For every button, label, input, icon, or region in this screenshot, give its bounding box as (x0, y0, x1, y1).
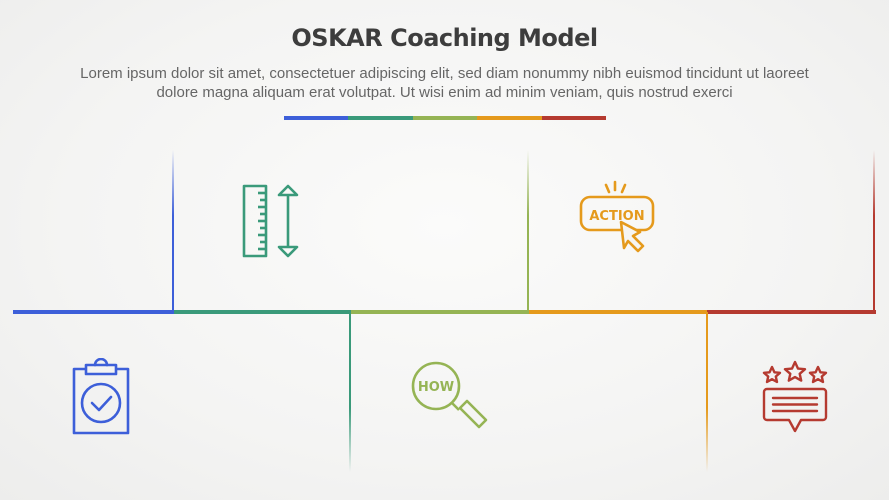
color-bar-segment-review (541, 116, 606, 120)
separator-scale (349, 312, 351, 472)
review-stars-icon (760, 360, 830, 436)
separator-review (873, 150, 875, 314)
divider-action (528, 310, 709, 314)
svg-text:HOW: HOW (418, 380, 454, 395)
color-bar-segment-know-how (412, 116, 478, 120)
page-title: OSKAR Coaching Model (291, 24, 598, 52)
color-bar-segment-action (477, 116, 542, 120)
divider-scale (173, 310, 353, 314)
separator-action (706, 312, 708, 472)
color-bar-segment-scale (348, 116, 413, 120)
ruler-measure-icon (240, 183, 302, 259)
decorative-color-bar (284, 116, 606, 120)
divider-outcome (13, 310, 175, 314)
svg-text:ACTION: ACTION (589, 209, 644, 224)
separator-know-how (527, 150, 529, 314)
clipboard-check-icon (70, 358, 132, 436)
color-bar-segment-outcome (284, 116, 349, 120)
separator-outcome (172, 150, 174, 314)
divider-review (707, 310, 876, 314)
divider-know-how (351, 310, 530, 314)
page-subtitle: Lorem ipsum dolor sit amet, consectetuer… (80, 65, 809, 101)
action-button-click-icon: ACTION (578, 180, 658, 260)
magnifier-how-icon: HOW (410, 361, 490, 439)
